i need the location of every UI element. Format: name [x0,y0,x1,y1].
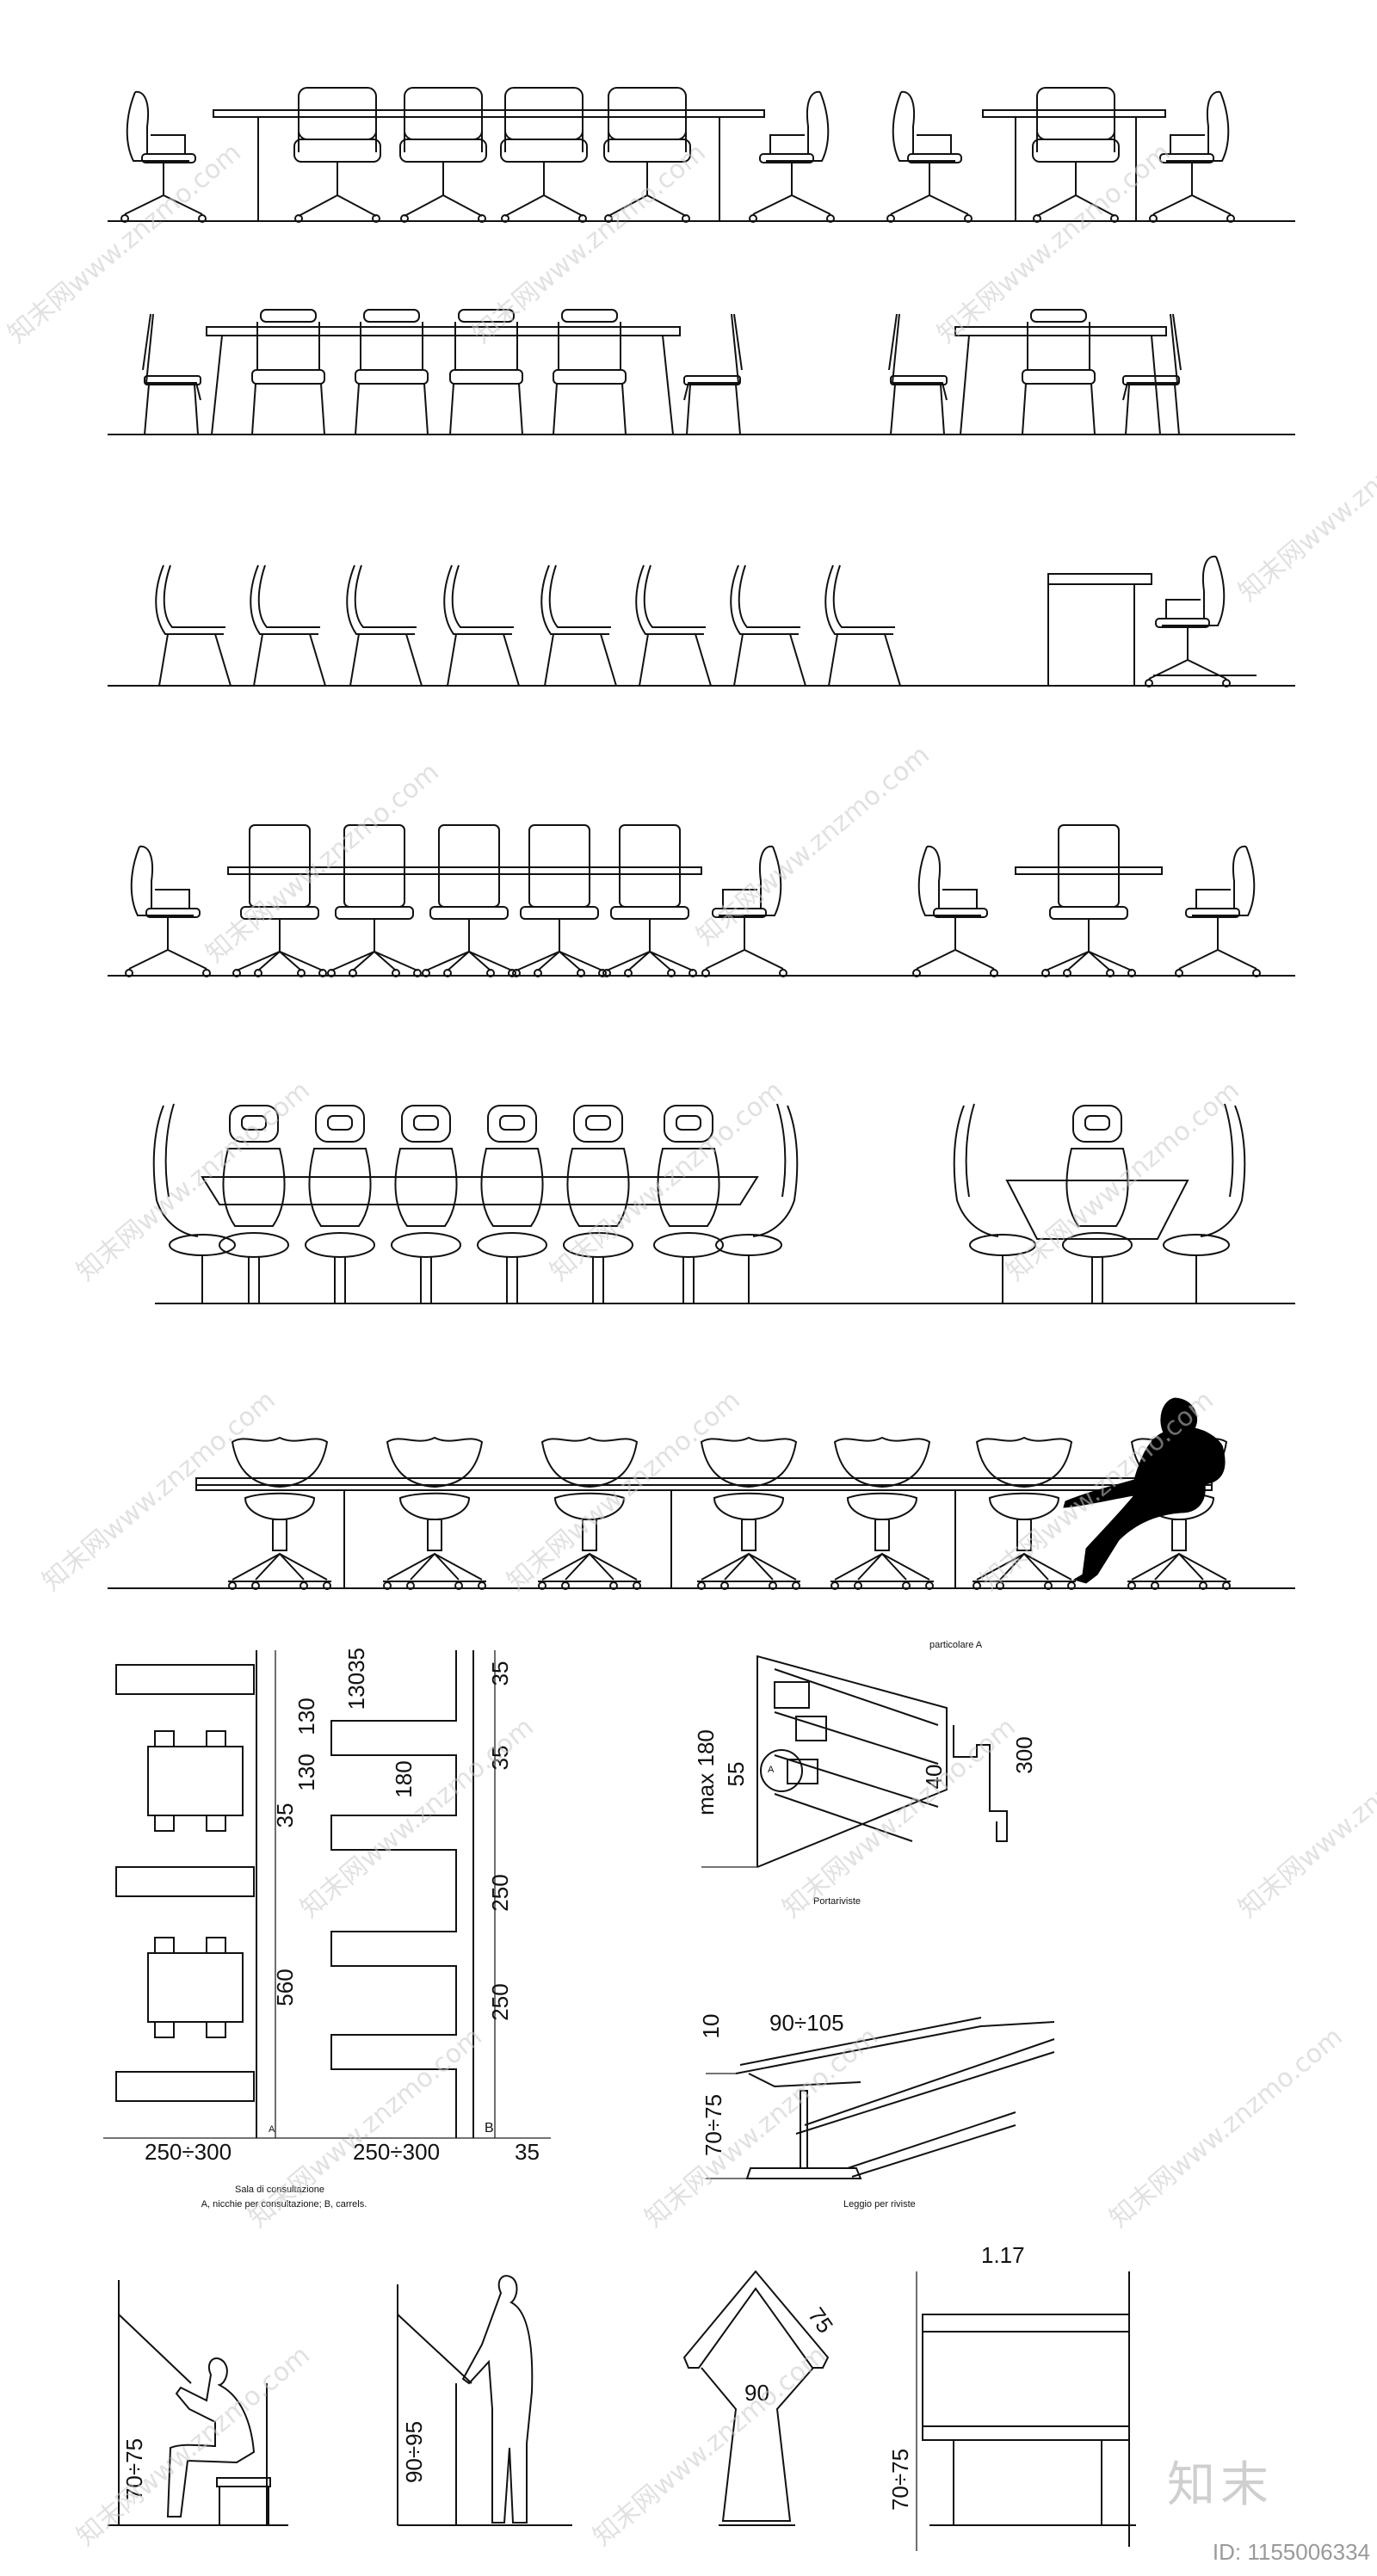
image-id-text: ID: 1155006334 [1212,2539,1370,2565]
person-silhouette [1063,1397,1226,1584]
dim-90-95: 90÷95 [401,2421,427,2483]
caption-leggio: Leggio per riviste [843,2199,916,2209]
watermark-15: 知末网www.znzmo.com [1233,1712,1377,1924]
dim-250-300b: 250÷300 [353,2139,440,2165]
seated-reader-figure [108,2280,288,2526]
dim-250-300a: 250÷300 [145,2139,232,2165]
dim-250b: 250 [487,1983,513,2020]
caption-sala-2: A, nicchie per consultazione; B, carrels… [201,2199,367,2209]
dim-40: 40 [921,1765,947,1790]
label-a: A [269,2124,275,2135]
dim-1-17: 1.17 [981,2242,1025,2268]
watermark-18: 知末网www.znzmo.com [1104,2022,1349,2234]
caption-sala-1: Sala di consultazione [235,2185,324,2195]
row2-table-simple-chairs [108,309,1295,435]
watermark-20: 知末网www.znzmo.com [588,2340,832,2552]
dim-max180: max 180 [693,1729,719,1815]
watermark-3: 知末网www.znzmo.com [932,138,1176,349]
dim-130b: 130 [293,1753,319,1790]
dim-70-75b: 70÷75 [121,2438,147,2500]
dim-90-105: 90÷105 [769,2010,844,2036]
watermark-5: 知末网www.znzmo.com [201,757,445,969]
row1-conference-elevation [108,87,1295,223]
dim-70-75a: 70÷75 [701,2094,726,2156]
portariviste-section [701,1655,1008,1868]
a-frame-stand [682,2270,830,2526]
dim-180: 180 [391,1760,417,1797]
dim-35b: 35 [487,1661,513,1686]
brand-logo: 知末 [1167,2457,1274,2513]
watermark-14: 知末网www.znzmo.com [777,1712,1022,1924]
leggio-section [706,2017,1055,2179]
dim-35d: 35 [515,2139,540,2165]
watermark-1: 知末网www.znzmo.com [3,138,247,349]
row3-stacking-chairs-and-desk [108,555,1295,687]
reading-room-plan [103,1650,551,2139]
dim-70-75c: 70÷75 [887,2449,913,2511]
dim-560: 560 [272,1969,298,2006]
standing-reader-figure [397,2275,572,2526]
dim-75: 75 [803,2302,838,2338]
dim-55: 55 [723,1762,749,1787]
dim-90: 90 [744,2380,769,2406]
dim-35c: 35 [487,1746,513,1771]
dim-35a: 35 [272,1803,298,1828]
watermark-19: 知末网www.znzmo.com [71,2340,316,2552]
row4-highback-chairs [108,824,1295,977]
dim-300: 300 [1011,1736,1037,1773]
label-a-circle: A [768,1765,775,1775]
caption-portariviste: Portariviste [813,1896,861,1907]
dim-130: 130 [293,1698,319,1735]
caption-particolare: particolare A [929,1640,983,1650]
watermark-6: 知末网www.znzmo.com [691,740,935,952]
dim-10: 10 [698,2014,724,2039]
cabinet-section [916,2271,1136,2551]
label-b: B [485,2121,494,2135]
dim-13035: 13035 [343,1648,369,1710]
watermark-2: 知末网www.znzmo.com [467,138,712,349]
row5-ergonomic-chairs [152,1103,1295,1304]
watermark-4: 知末网www.znzmo.com [1233,396,1377,607]
dim-250a: 250 [487,1874,513,1911]
row6-shell-chairs-long-table [108,1397,1295,1590]
